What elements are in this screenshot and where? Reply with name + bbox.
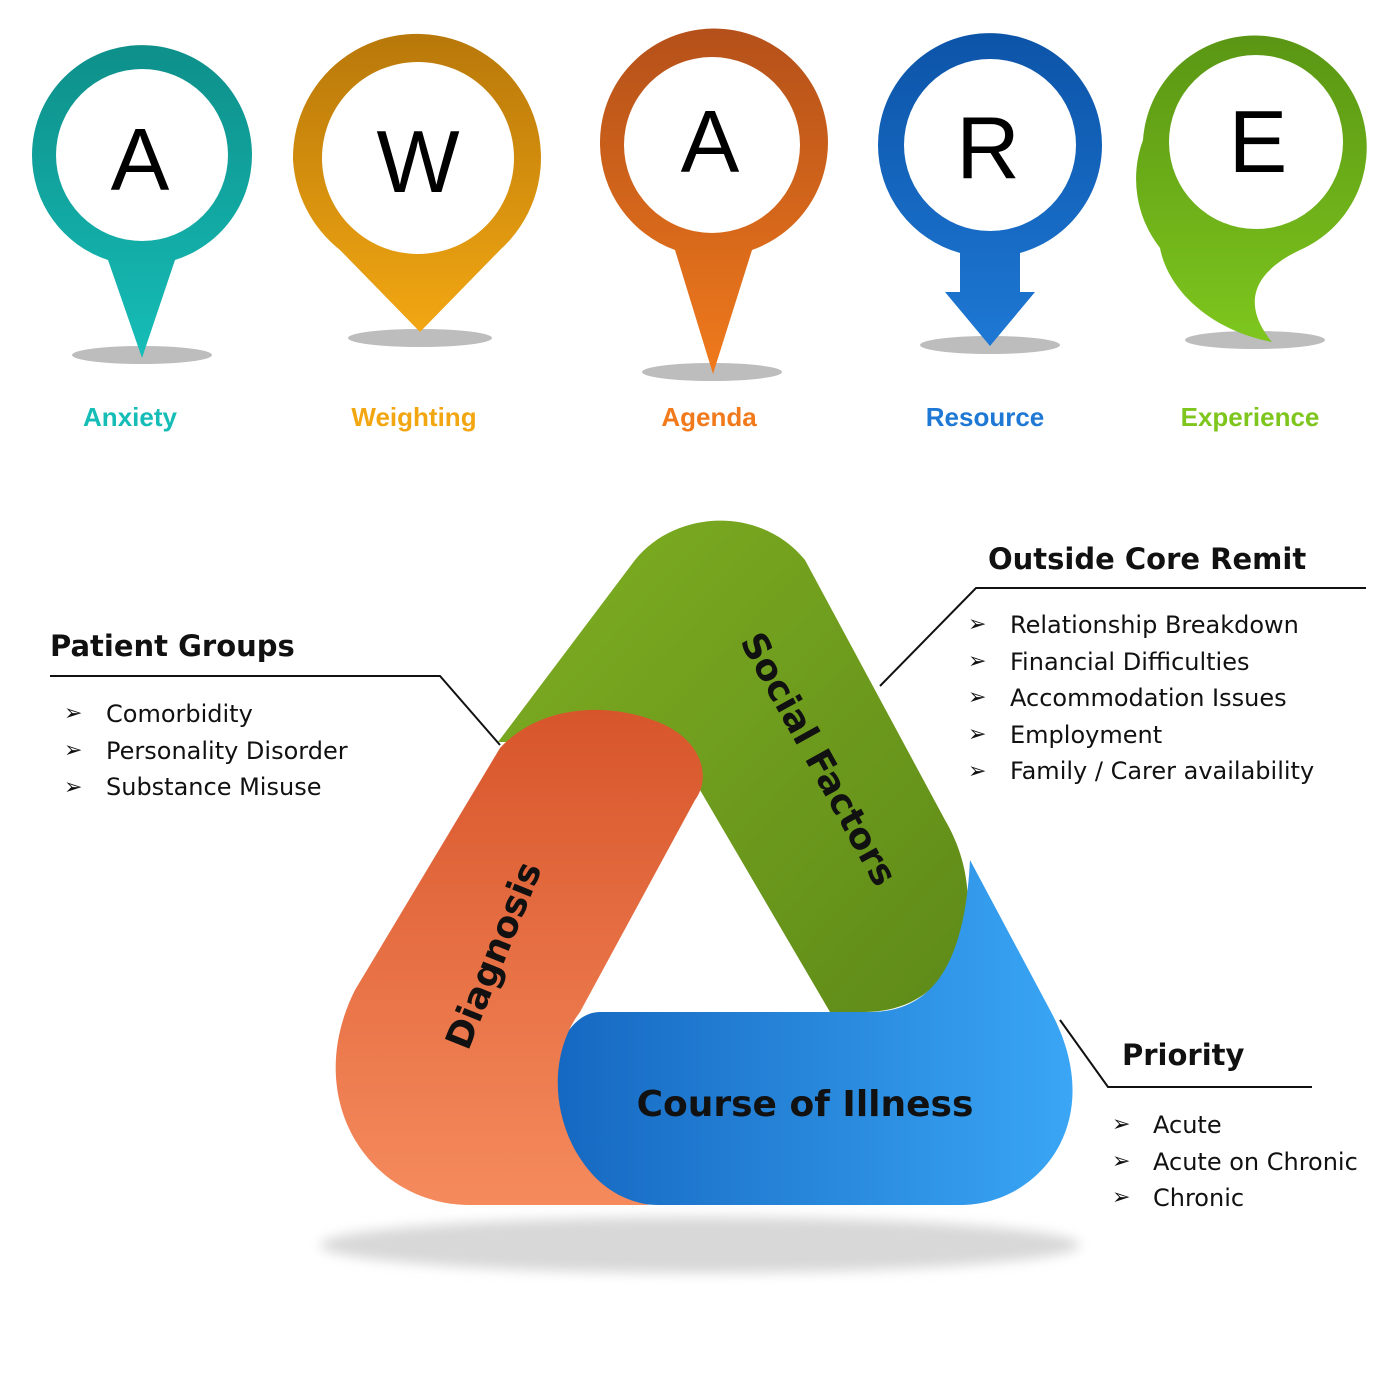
bullet-arrow-icon: ➢: [1112, 1112, 1130, 1137]
pin-resource-letter: R: [956, 98, 1020, 197]
list-item: Relationship Breakdown: [1010, 611, 1299, 639]
pin-weighting: W Weighting: [293, 34, 541, 432]
band-course-label: Course of Illness: [637, 1084, 974, 1125]
pin-weighting-letter: W: [376, 112, 459, 211]
priority-list: ➢ Acute ➢ Acute on Chronic ➢ Chronic: [1112, 1111, 1358, 1212]
bullet-arrow-icon: ➢: [968, 685, 986, 710]
bullet-arrow-icon: ➢: [1112, 1185, 1130, 1210]
bullet-arrow-icon: ➢: [64, 775, 82, 800]
list-item: Chronic: [1153, 1184, 1244, 1212]
pin-anxiety-label: Anxiety: [83, 402, 177, 432]
bullet-arrow-icon: ➢: [1112, 1149, 1130, 1174]
pin-experience-label: Experience: [1181, 402, 1320, 432]
list-item: Substance Misuse: [106, 773, 321, 801]
bullet-arrow-icon: ➢: [64, 701, 82, 726]
bullet-arrow-icon: ➢: [64, 738, 82, 763]
list-item: Acute on Chronic: [1153, 1148, 1358, 1176]
list-item: Family / Carer availability: [1010, 757, 1314, 785]
priority-heading: Priority: [1122, 1038, 1245, 1072]
pin-weighting-label: Weighting: [351, 402, 476, 432]
pin-agenda-letter: A: [681, 92, 740, 191]
callout-priority: Priority ➢ Acute ➢ Acute on Chronic ➢ Ch…: [1060, 1020, 1358, 1212]
list-item: Acute: [1153, 1111, 1222, 1139]
patient-groups-list: ➢ Comorbidity ➢ Personality Disorder ➢ S…: [64, 700, 348, 801]
pin-resource: R Resource: [878, 33, 1102, 432]
patient-groups-heading: Patient Groups: [50, 629, 295, 663]
pin-resource-label: Resource: [926, 402, 1045, 432]
triangle-diagram: Social Factors Course of Illness Diagnos…: [320, 521, 1080, 1273]
bullet-arrow-icon: ➢: [968, 612, 986, 637]
pin-agenda: A Agenda: [600, 29, 828, 432]
pin-agenda-label: Agenda: [661, 402, 757, 432]
triangle-shadow: [320, 1217, 1080, 1273]
list-item: Employment: [1010, 721, 1162, 749]
pin-anxiety: A Anxiety: [32, 45, 252, 432]
pin-anxiety-letter: A: [111, 110, 170, 209]
pin-experience: E Experience: [1136, 36, 1367, 432]
pin-experience-letter: E: [1229, 92, 1288, 191]
bullet-arrow-icon: ➢: [968, 759, 986, 784]
callout-patient-groups: Patient Groups ➢ Comorbidity ➢ Personali…: [50, 629, 500, 801]
list-item: Personality Disorder: [106, 737, 348, 765]
bullet-arrow-icon: ➢: [968, 649, 986, 674]
outside-core-remit-heading: Outside Core Remit: [988, 542, 1306, 576]
list-item: Financial Difficulties: [1010, 648, 1250, 676]
callout-outside-core-remit: Outside Core Remit ➢ Relationship Breakd…: [880, 542, 1366, 785]
bullet-arrow-icon: ➢: [968, 722, 986, 747]
list-item: Comorbidity: [106, 700, 253, 728]
outside-core-remit-list: ➢ Relationship Breakdown ➢ Financial Dif…: [968, 611, 1314, 785]
list-item: Accommodation Issues: [1010, 684, 1287, 712]
aware-pins: A Anxiety W Weighting A Agenda R Resourc…: [32, 29, 1367, 432]
